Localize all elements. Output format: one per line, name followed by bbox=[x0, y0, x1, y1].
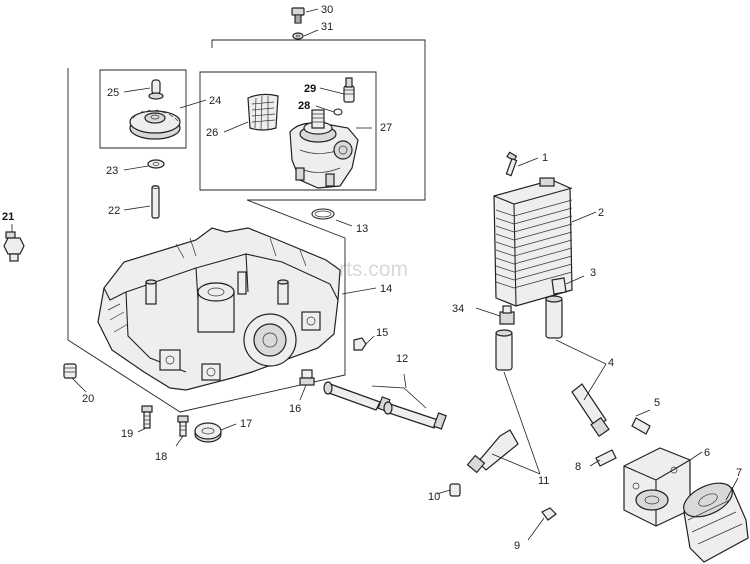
part-4-hose-upper-left bbox=[495, 329, 513, 371]
callout-27: 27 bbox=[380, 122, 392, 134]
callout-22: 22 bbox=[108, 205, 120, 217]
part-6-filter-adapter bbox=[623, 447, 691, 527]
part-23-washer bbox=[147, 159, 165, 169]
callout-10: 10 bbox=[428, 491, 440, 503]
callout-24: 24 bbox=[209, 95, 221, 107]
callout-1: 1 bbox=[542, 152, 548, 164]
callout-28: 28 bbox=[298, 100, 310, 112]
part-18-bolt bbox=[177, 415, 189, 437]
callout-16: 16 bbox=[289, 403, 301, 415]
part-11-hose bbox=[466, 429, 519, 474]
callout-4: 4 bbox=[608, 357, 614, 369]
callout-34: 34 bbox=[452, 303, 464, 315]
part-12-tube-a bbox=[323, 381, 391, 412]
part-30-bolt bbox=[291, 7, 305, 24]
part-3-fitting bbox=[551, 277, 567, 295]
part-19-bolt bbox=[141, 405, 153, 429]
callout-23: 23 bbox=[106, 165, 118, 177]
part-34-fitting bbox=[499, 305, 515, 325]
callout-8: 8 bbox=[575, 461, 581, 473]
governor-gear-box bbox=[99, 69, 187, 149]
part-7-oil-filter bbox=[683, 482, 749, 563]
part-13-o-ring bbox=[311, 208, 335, 220]
part-24-governor-gear bbox=[129, 109, 181, 140]
part-4-hose-lower bbox=[571, 383, 610, 438]
callout-14: 14 bbox=[380, 283, 392, 295]
callout-18: 18 bbox=[155, 451, 167, 463]
part-17-oil-seal bbox=[194, 422, 222, 443]
leader-lines bbox=[11, 8, 739, 541]
callout-21: 21 bbox=[2, 211, 14, 223]
oil-pan-assembly-frame bbox=[67, 39, 426, 413]
callout-12: 12 bbox=[396, 353, 408, 365]
callout-6: 6 bbox=[704, 447, 710, 459]
part-31-washer bbox=[292, 32, 304, 40]
callout-13: 13 bbox=[356, 223, 368, 235]
callout-19: 19 bbox=[121, 428, 133, 440]
part-21-plug bbox=[3, 231, 25, 262]
callout-31: 31 bbox=[321, 21, 333, 33]
part-29-relief-valve bbox=[343, 77, 355, 103]
part-8-fitting bbox=[595, 449, 617, 467]
callout-3: 3 bbox=[590, 267, 596, 279]
callout-25: 25 bbox=[107, 87, 119, 99]
callout-29: 29 bbox=[304, 83, 316, 95]
part-4-hose-upper-right bbox=[545, 295, 563, 339]
part-22-shaft bbox=[151, 185, 160, 219]
part-5-fitting bbox=[631, 417, 651, 435]
callout-5: 5 bbox=[654, 397, 660, 409]
oil-pump-box bbox=[199, 71, 377, 191]
part-20-plug bbox=[63, 363, 77, 379]
callout-9: 9 bbox=[514, 540, 520, 552]
part-25-pin bbox=[148, 79, 164, 100]
part-14-oil-pan bbox=[97, 227, 341, 391]
callout-7: 7 bbox=[736, 467, 742, 479]
part-28-o-ring bbox=[333, 108, 343, 116]
callout-20: 20 bbox=[82, 393, 94, 405]
callout-30: 30 bbox=[321, 4, 333, 16]
callout-15: 15 bbox=[376, 327, 388, 339]
callout-2: 2 bbox=[598, 207, 604, 219]
part-12-tube-b bbox=[383, 401, 447, 430]
part-15-plug bbox=[353, 337, 367, 351]
part-1-bolt bbox=[505, 151, 518, 177]
part-26-oil-screen bbox=[247, 93, 279, 131]
callout-26: 26 bbox=[206, 127, 218, 139]
callout-11: 11 bbox=[538, 475, 549, 487]
part-10-fitting bbox=[449, 483, 461, 497]
callout-17: 17 bbox=[240, 418, 252, 430]
part-27-oil-pump bbox=[289, 109, 359, 189]
part-16-fitting bbox=[299, 369, 315, 386]
part-2-oil-cooler bbox=[493, 177, 573, 307]
part-9-gasket bbox=[541, 507, 557, 521]
